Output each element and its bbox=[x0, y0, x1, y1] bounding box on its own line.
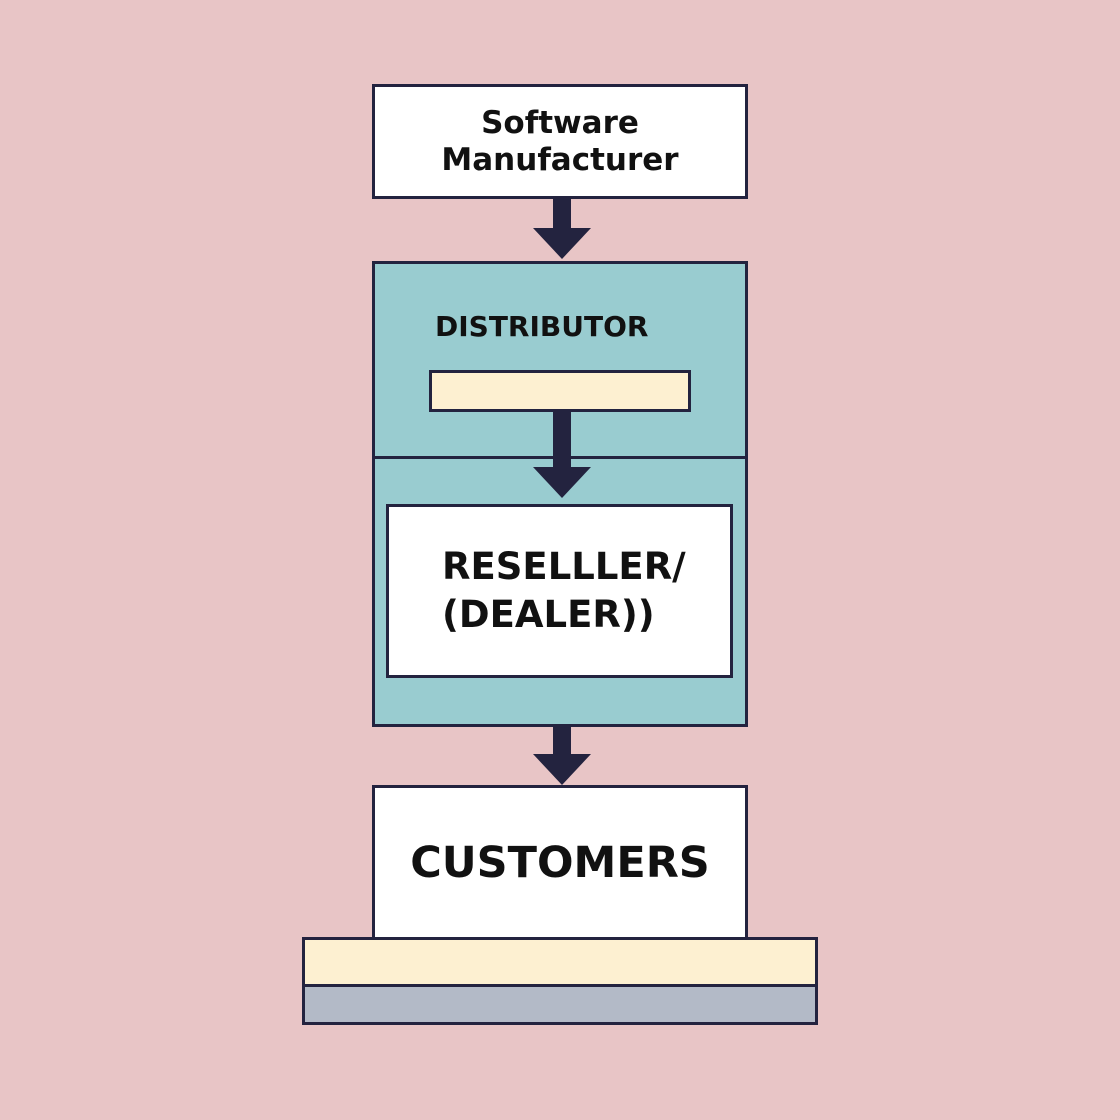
customers-node: CUSTOMERS bbox=[372, 785, 748, 940]
reseller-label-line1: RESELLLER/ bbox=[442, 544, 686, 588]
software-manufacturer-node: Software Manufacturer bbox=[372, 84, 748, 199]
arrow-manufacturer-to-distributor-shaft bbox=[553, 198, 571, 230]
manufacturer-label-line1: Software bbox=[481, 104, 639, 141]
customers-platform-bottom bbox=[302, 984, 818, 1025]
arrow-distributor-to-customers-head bbox=[533, 754, 591, 785]
arrow-manufacturer-to-distributor-head bbox=[533, 228, 591, 259]
customers-platform-top bbox=[302, 937, 818, 987]
arrow-distributor-to-customers-shaft bbox=[553, 726, 571, 756]
manufacturer-label-line2: Manufacturer bbox=[441, 141, 679, 178]
reseller-dealer-node: RESELLLER/ (DEALER)) bbox=[386, 504, 733, 678]
distributor-bar bbox=[429, 370, 691, 412]
distributor-divider bbox=[372, 456, 748, 459]
distributor-label: DISTRIBUTOR bbox=[435, 310, 649, 343]
customers-label: CUSTOMERS bbox=[410, 837, 710, 888]
reseller-label-line2: (DEALER)) bbox=[442, 593, 655, 636]
